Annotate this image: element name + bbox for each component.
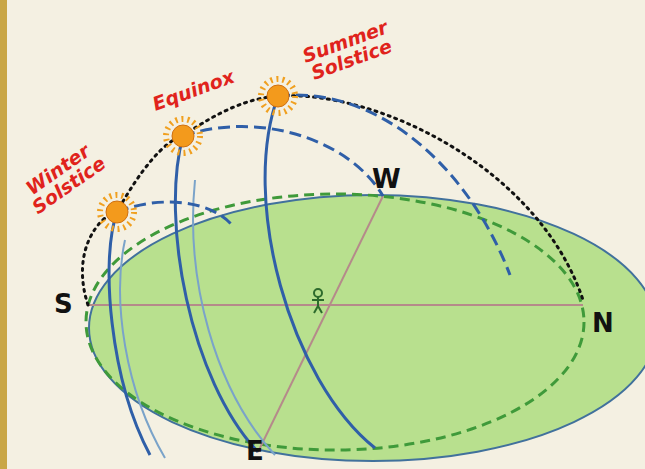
equinox-morning-shade [193,180,275,455]
observer-figure [312,289,324,313]
equinox-morning-path [175,136,258,452]
sun-summer [261,79,295,113]
compass-direction: W [372,166,401,192]
equinox-afternoon-path [183,127,383,196]
compass-direction: N [592,310,614,336]
east-west-line [258,196,383,452]
season-label: Equinox [150,67,237,114]
winter-morning-path [109,212,150,455]
north-south-line [88,304,583,306]
ground-plane [89,195,645,461]
summer-afternoon-path [278,95,510,275]
meridian-line [82,96,583,305]
sun-winter [100,195,134,229]
winter-morning-shade [120,240,165,458]
season-label: Summer Solstice [300,18,397,84]
horizon-circle [86,194,584,450]
frame-edge [0,0,7,469]
sun-equinox [166,119,200,153]
summer-morning-path [265,96,375,448]
compass-direction: E [246,438,264,464]
season-label: Winter Solstice [18,138,109,217]
compass-direction: S [54,291,73,317]
